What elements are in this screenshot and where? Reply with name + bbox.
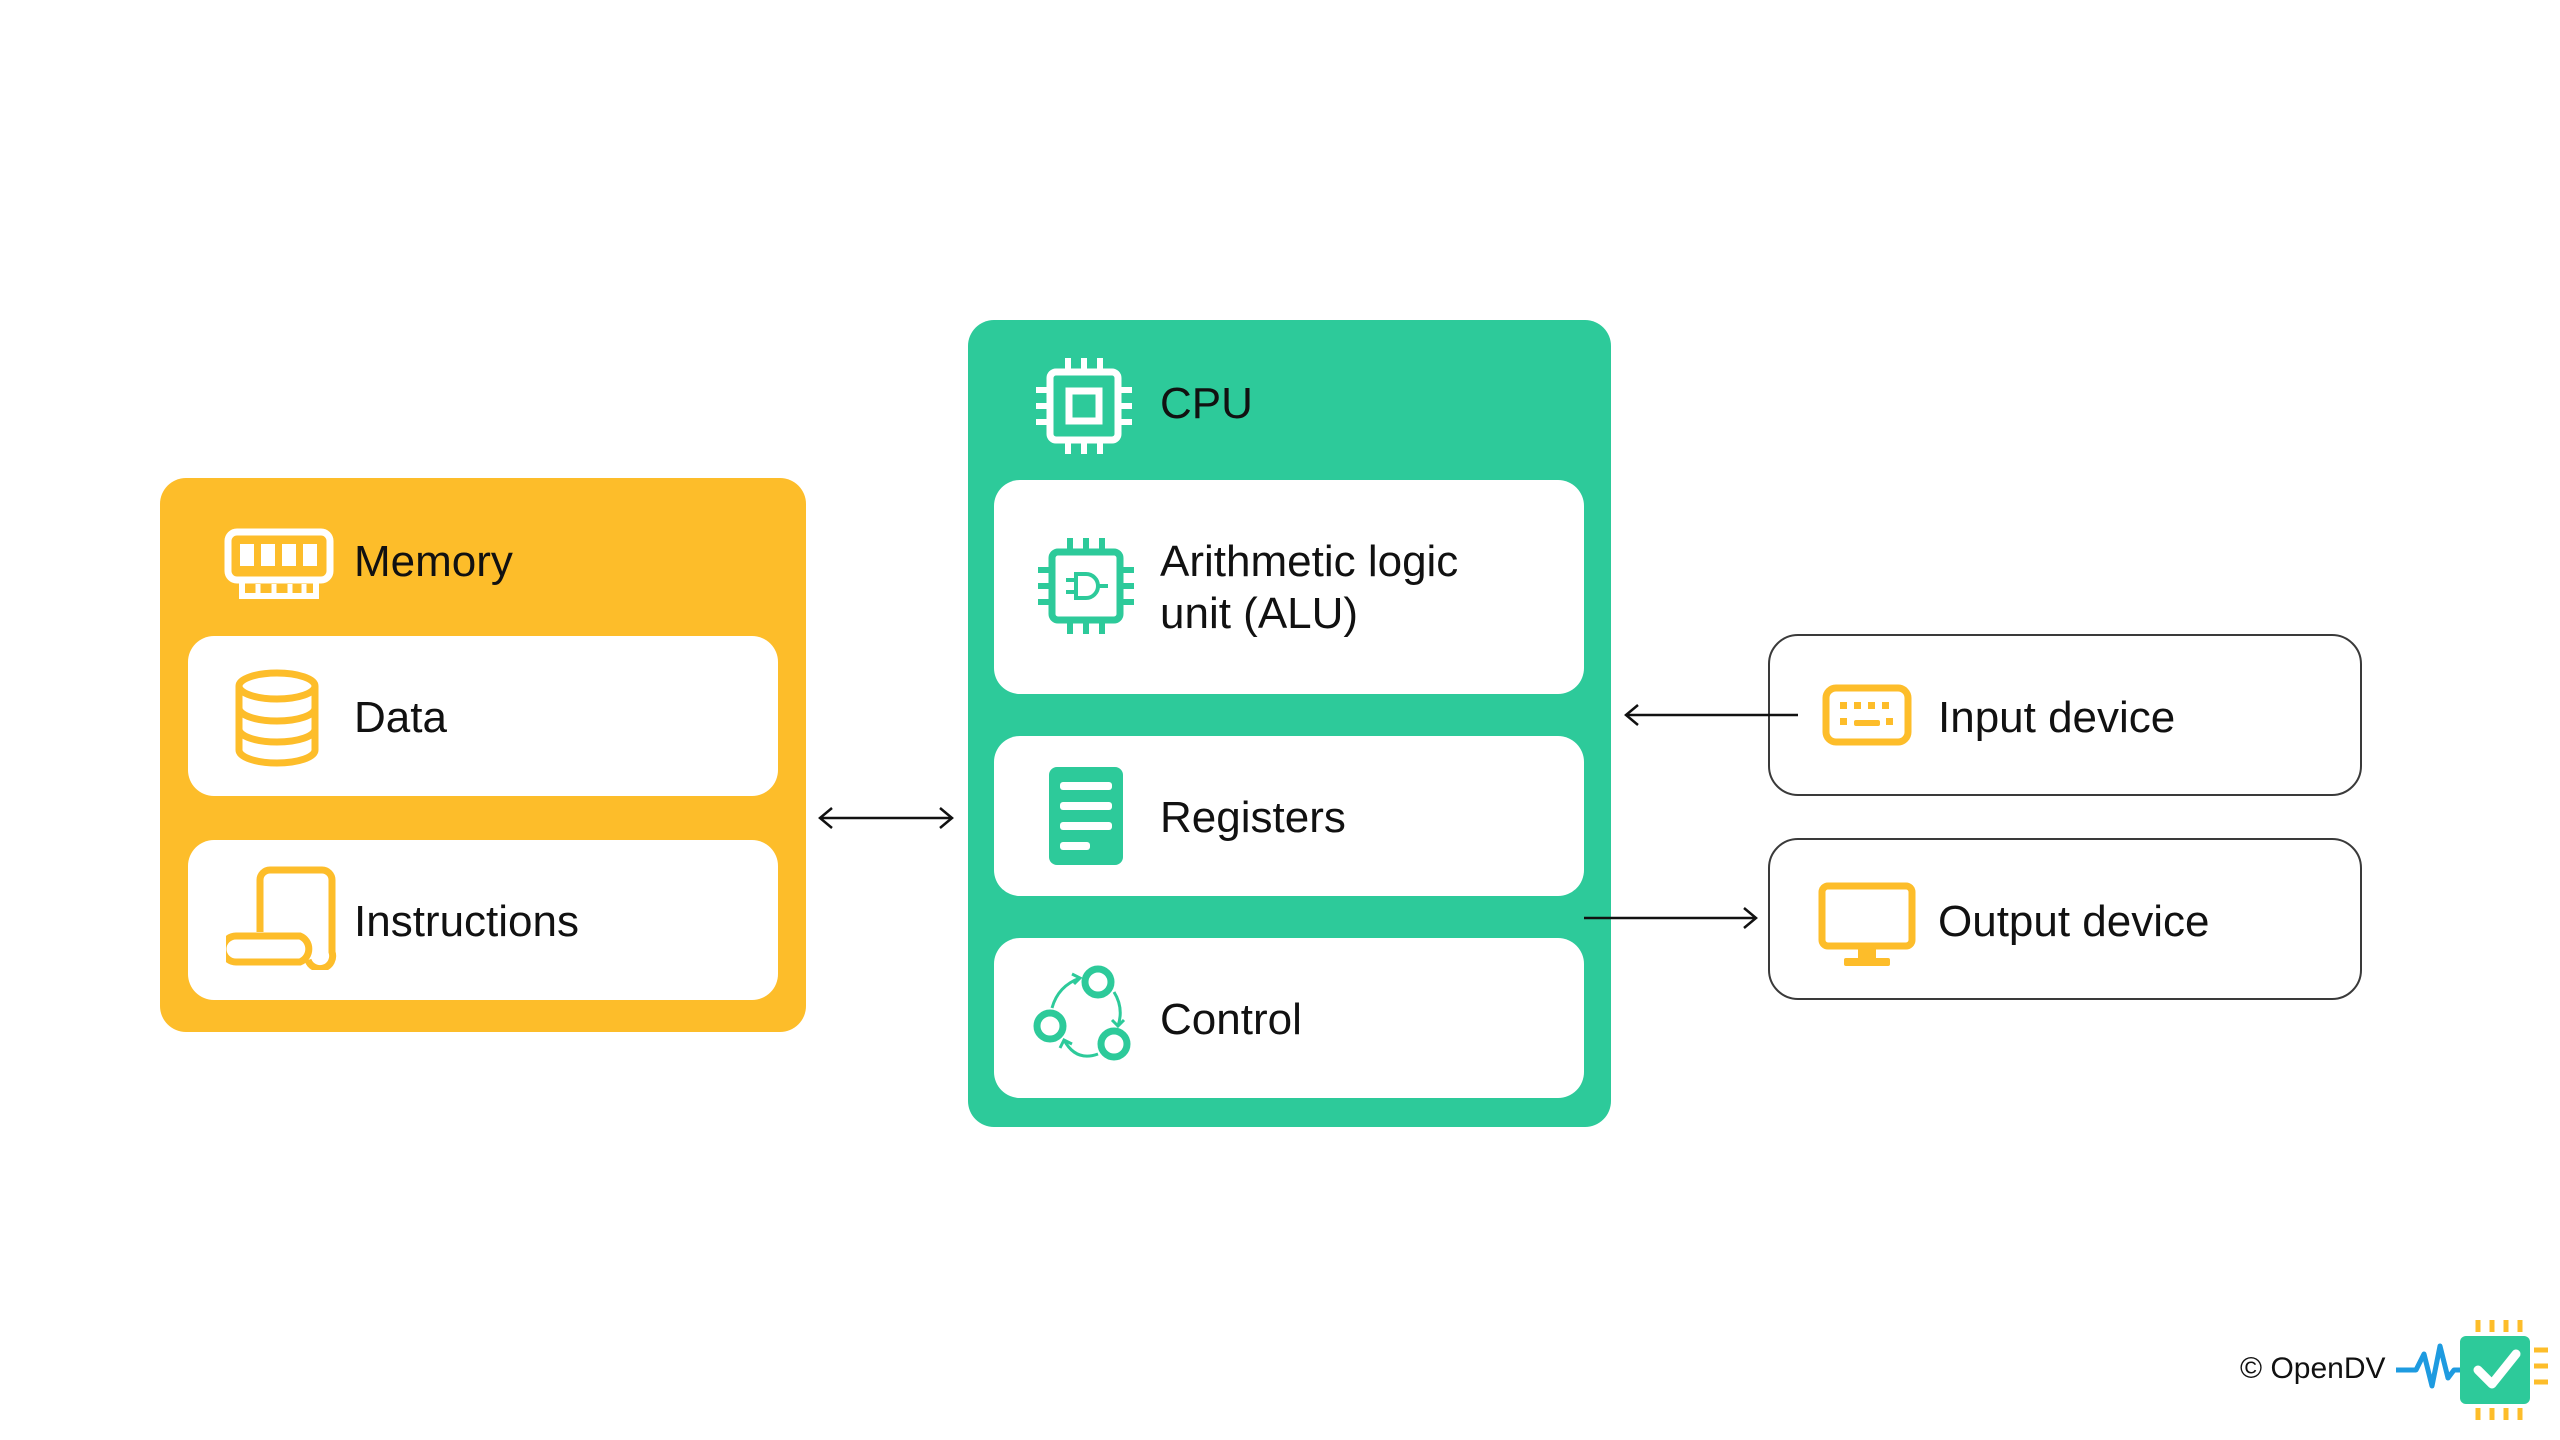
memory-cpu-arrow: [818, 807, 954, 829]
input-device-label: Input device: [1938, 693, 2176, 742]
keyboard-icon: [1822, 684, 1912, 746]
output-device-label: Output device: [1938, 897, 2210, 946]
memory-item-data-label: Data: [354, 693, 447, 742]
cpu-title: CPU: [1160, 379, 1253, 428]
copyright-text: © OpenDV: [2240, 1352, 2386, 1385]
cpu-item-control: [994, 938, 1584, 1098]
memory-title: Memory: [354, 537, 513, 586]
opendv-logo-icon: [2396, 1320, 2548, 1420]
cpu-item-registers-label: Registers: [1160, 793, 1346, 842]
database-icon: [235, 669, 319, 767]
memory-item-instructions-label: Instructions: [354, 897, 579, 946]
cpu-item-control-label: Control: [1160, 995, 1302, 1044]
control-cycle-icon: [1033, 965, 1131, 1061]
cpu-item-alu-label-line1: Arithmetic logic: [1160, 537, 1459, 586]
cpu-chip-icon: [1036, 358, 1132, 454]
cpu-to-output-arrow: [1584, 907, 1758, 929]
logic-gate-chip-icon: [1038, 538, 1134, 634]
output-device-card: [1768, 838, 2362, 1000]
registers-icon: [1049, 767, 1123, 865]
cpu-item-alu: [994, 480, 1584, 694]
monitor-icon: [1818, 882, 1916, 966]
memory-item-data: [188, 636, 778, 796]
input-to-cpu-arrow: [1624, 704, 1798, 726]
ram-module-icon: [224, 528, 334, 599]
scroll-icon: [226, 866, 337, 970]
cpu-item-alu-label-line2: unit (ALU): [1160, 589, 1359, 638]
